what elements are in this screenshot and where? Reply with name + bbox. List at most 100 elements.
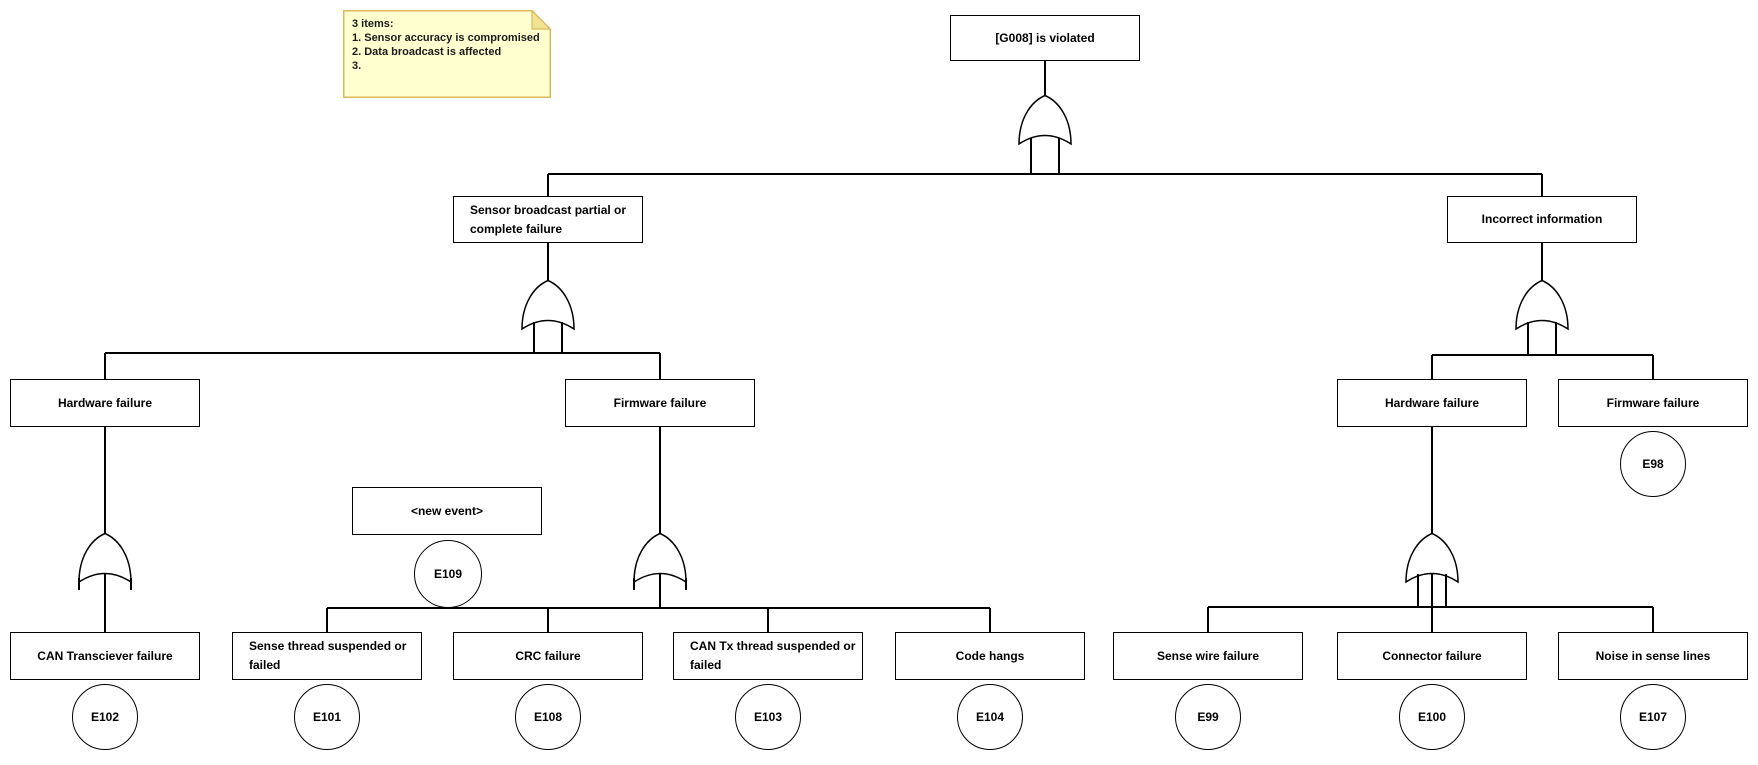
connector-line [104,427,106,533]
event-box-label: <new event> [410,503,484,518]
event-box-label: Firmware failure [1606,395,1700,410]
connector-line [1044,61,1046,95]
event-box-sense-wire[interactable]: Sense wire failure [1113,632,1303,680]
connector-line [1208,606,1653,608]
connector-line [547,174,549,197]
note-line: 3 items: [352,18,394,30]
basic-event-circle-E99[interactable]: E99 [1175,684,1241,750]
connector-line [1541,243,1543,281]
connector-line [659,427,661,533]
basic-event-circle-E102[interactable]: E102 [72,684,138,750]
connector-line [1417,574,1419,608]
event-box-sensor-broadcast[interactable]: Sensor broadcast partial or complete fai… [453,196,643,243]
event-box-label: Incorrect information [1481,212,1603,227]
connector-line [1431,355,1433,380]
event-box-connector[interactable]: Connector failure [1337,632,1527,680]
connector-line [561,322,563,354]
basic-event-circle-E101[interactable]: E101 [294,684,360,750]
or-gate-incorrect-info[interactable] [1514,279,1570,337]
connector-line [1445,574,1447,608]
note-line: 2. Data broadcast is affected [352,46,502,58]
basic-event-circle-E103[interactable]: E103 [735,684,801,750]
event-box-incorrect-info[interactable]: Incorrect information [1447,196,1637,243]
basic-event-circle-E107[interactable]: E107 [1620,684,1686,750]
connector-line [1431,427,1433,533]
event-box-code-hangs[interactable]: Code hangs [895,632,1085,680]
event-box-sense-thread[interactable]: Sense thread suspended or failed [232,632,422,680]
connector-line [547,608,549,633]
basic-event-id: E109 [433,567,463,581]
event-box-label: CAN Tx thread suspended or failed [690,639,856,672]
sticky-note-shape [343,9,552,98]
connector-line [533,322,535,354]
event-box-label: CAN Transciever failure [37,648,173,663]
event-box-new-event[interactable]: <new event> [352,487,542,535]
connector-line [633,578,635,590]
event-box-firmware-left[interactable]: Firmware failure [565,379,755,427]
note-line: 3. [352,60,362,72]
connector-line [130,578,132,590]
event-box-crc-failure[interactable]: CRC failure [453,632,643,680]
basic-event-id: E102 [90,710,120,724]
event-box-hardware-left[interactable]: Hardware failure [10,379,200,427]
connector-line [1030,138,1032,175]
or-gate-hardware-right[interactable] [1404,532,1460,590]
basic-event-circle-E100[interactable]: E100 [1399,684,1465,750]
event-box-g008[interactable]: [G008] is violated [950,15,1140,61]
connector-line [1652,355,1654,380]
connector-line [1527,322,1529,356]
connector-line [1555,322,1557,356]
connector-line [1431,574,1433,633]
event-box-label: Connector failure [1382,648,1482,663]
or-gate-top[interactable] [1017,94,1073,152]
basic-event-circle-E98[interactable]: E98 [1620,431,1686,497]
event-box-label: Code hangs [955,648,1025,663]
or-gate-firmware-left[interactable] [632,532,688,590]
basic-event-id: E101 [312,710,342,724]
event-box-label: Hardware failure [1384,395,1480,410]
basic-event-circle-E109[interactable]: E109 [414,540,482,608]
connector-line [78,578,80,590]
basic-event-id: E98 [1642,457,1664,471]
connector-line [1432,354,1653,356]
or-gate-sensor-broadcast[interactable] [520,279,576,337]
connector-line [767,608,769,633]
basic-event-id: E107 [1638,710,1668,724]
or-gate-hardware-left[interactable] [77,532,133,590]
event-box-firmware-right[interactable]: Firmware failure [1558,379,1748,427]
connector-line [989,608,991,633]
event-box-label: Firmware failure [613,395,707,410]
connector-line [685,578,687,590]
event-box-label: Sense wire failure [1156,648,1260,663]
connector-line [547,243,549,281]
connector-line [326,608,328,633]
event-box-can-transciever[interactable]: CAN Transciever failure [10,632,200,680]
basic-event-id: E100 [1417,710,1447,724]
connector-line [1058,138,1060,175]
basic-event-id: E103 [753,710,783,724]
connector-line [659,353,661,380]
connector-line [327,607,990,609]
event-box-label: Sensor broadcast partial or complete fai… [470,202,627,236]
connector-line [548,173,1542,175]
connector-line [1652,607,1654,633]
event-box-label: Hardware failure [57,395,153,410]
event-box-label: Noise in sense lines [1595,648,1711,663]
basic-event-circle-E108[interactable]: E108 [515,684,581,750]
event-box-hardware-right[interactable]: Hardware failure [1337,379,1527,427]
note-line: 1. Sensor accuracy is compromised [352,32,540,44]
connector-line [104,353,106,380]
event-box-can-tx-thread[interactable]: CAN Tx thread suspended or failed [673,632,863,680]
sticky-note-text: 3 items: 1. Sensor accuracy is compromis… [352,17,543,73]
folded-corner-icon [531,9,552,30]
connector-line [104,574,106,633]
sticky-note[interactable]: 3 items: 1. Sensor accuracy is compromis… [343,9,552,98]
connector-line [659,574,661,609]
event-box-noise-sense[interactable]: Noise in sense lines [1558,632,1748,680]
event-box-label: Sense thread suspended or failed [249,639,407,672]
basic-event-circle-E104[interactable]: E104 [957,684,1023,750]
basic-event-id: E108 [533,710,563,724]
basic-event-id: E104 [975,710,1005,724]
connector-line [1207,607,1209,633]
